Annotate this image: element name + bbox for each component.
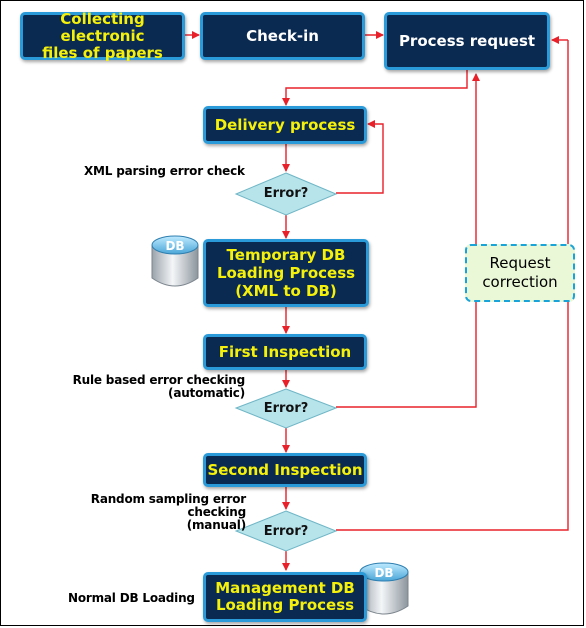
step-second-inspection: Second Inspection — [203, 453, 367, 487]
step-first-inspection: First Inspection — [203, 334, 367, 370]
database-icon: DB — [151, 235, 199, 287]
note-xml-parsing: XML parsing error check — [84, 164, 245, 178]
decision-diamond-1 — [234, 172, 338, 216]
step-check-in: Check-in — [200, 12, 365, 60]
db-icon-label: DB — [374, 566, 393, 580]
db-icon-label: DB — [165, 239, 184, 253]
decision-label-3: Error? — [263, 524, 309, 539]
arrow-d3-to-right — [336, 40, 569, 531]
arrow-request-to-delivery — [282, 70, 468, 106]
decision-diamond-2 — [234, 388, 338, 429]
database-icon: DB — [359, 562, 409, 615]
note-normal-db-loading: Normal DB Loading — [68, 591, 195, 605]
decision-label-2: Error? — [263, 401, 309, 416]
note-rule-based: Rule based error checking (automatic) — [72, 373, 246, 400]
decision-diamond-3 — [234, 510, 338, 552]
note-random-sampling: Random sampling error checking (manual) — [90, 492, 246, 532]
step-process-request: Process request — [384, 12, 550, 70]
step-management-db-loading: Management DB Loading Process — [203, 572, 367, 622]
arrow-d1-loop-to-delivery — [336, 120, 384, 194]
request-correction-box: Request correction — [465, 244, 575, 302]
decision-label-1: Error? — [263, 186, 309, 201]
step-delivery-process: Delivery process — [203, 106, 367, 144]
step-collect-files: Collecting electronic files of papers — [20, 10, 185, 61]
arrow-d2-to-correction — [336, 88, 477, 408]
step-temporary-db-loading: Temporary DB Loading Process (XML to DB) — [203, 239, 369, 307]
